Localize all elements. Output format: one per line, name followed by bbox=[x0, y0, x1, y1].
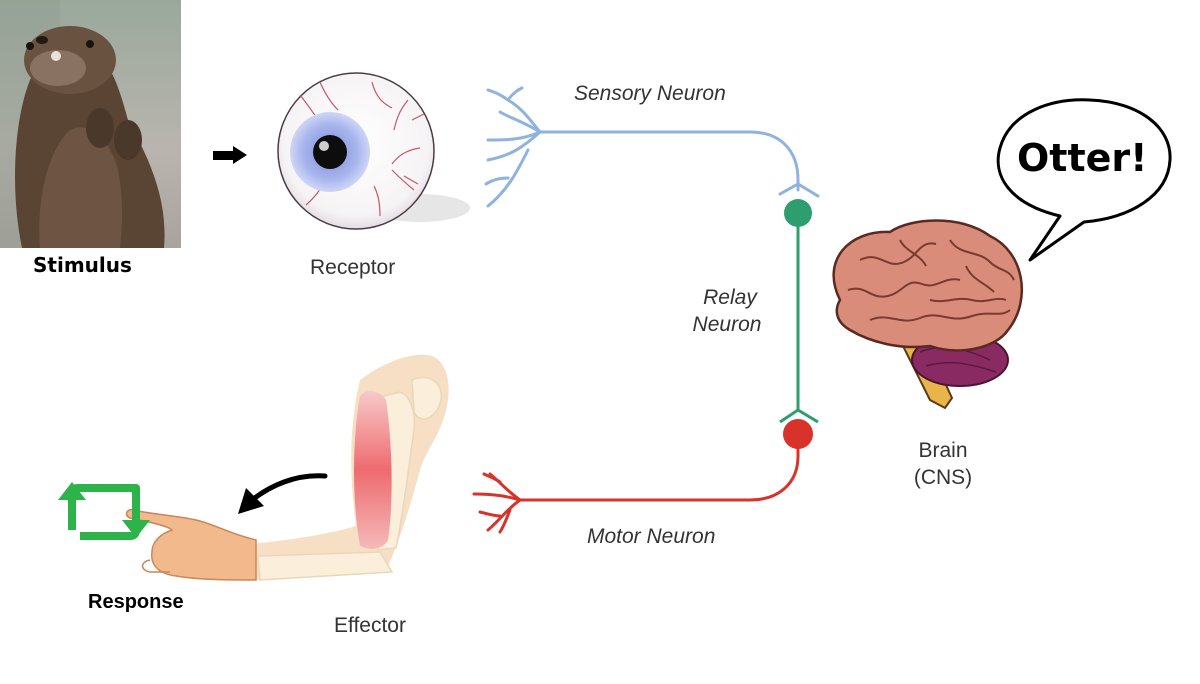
brain-label-line1: Brain bbox=[918, 439, 968, 462]
repeat-arrow-up-icon bbox=[58, 482, 86, 500]
effector-label: Effector bbox=[334, 614, 406, 637]
otter-photo bbox=[0, 0, 181, 248]
motor-neuron-label: Motor Neuron bbox=[587, 525, 716, 548]
receptor-label: Receptor bbox=[310, 256, 396, 279]
response-label: Response bbox=[88, 591, 184, 613]
brain-icon bbox=[832, 219, 1024, 410]
relay-neuron bbox=[779, 199, 819, 424]
eyeball-icon bbox=[277, 72, 470, 230]
repeat-arrow-down-icon bbox=[122, 520, 150, 538]
movement-arrow-icon bbox=[238, 473, 328, 514]
brain-label-line2: (CNS) bbox=[913, 466, 973, 489]
relay-neuron-label-line1: Relay bbox=[703, 286, 757, 309]
motor-neuron-cell-body bbox=[783, 419, 813, 449]
sensory-neuron-label: Sensory Neuron bbox=[574, 82, 726, 105]
stimulus-label: Stimulus bbox=[33, 253, 132, 277]
arm-muscle-icon bbox=[125, 354, 449, 581]
speech-bubble bbox=[996, 98, 1172, 262]
motor-neuron bbox=[472, 434, 800, 534]
stimulus-arrow-icon bbox=[213, 146, 247, 164]
sensory-neuron bbox=[484, 86, 820, 208]
relay-neuron-label-line2: Neuron bbox=[692, 313, 762, 336]
speech-bubble-text: Otter! bbox=[1017, 136, 1148, 180]
